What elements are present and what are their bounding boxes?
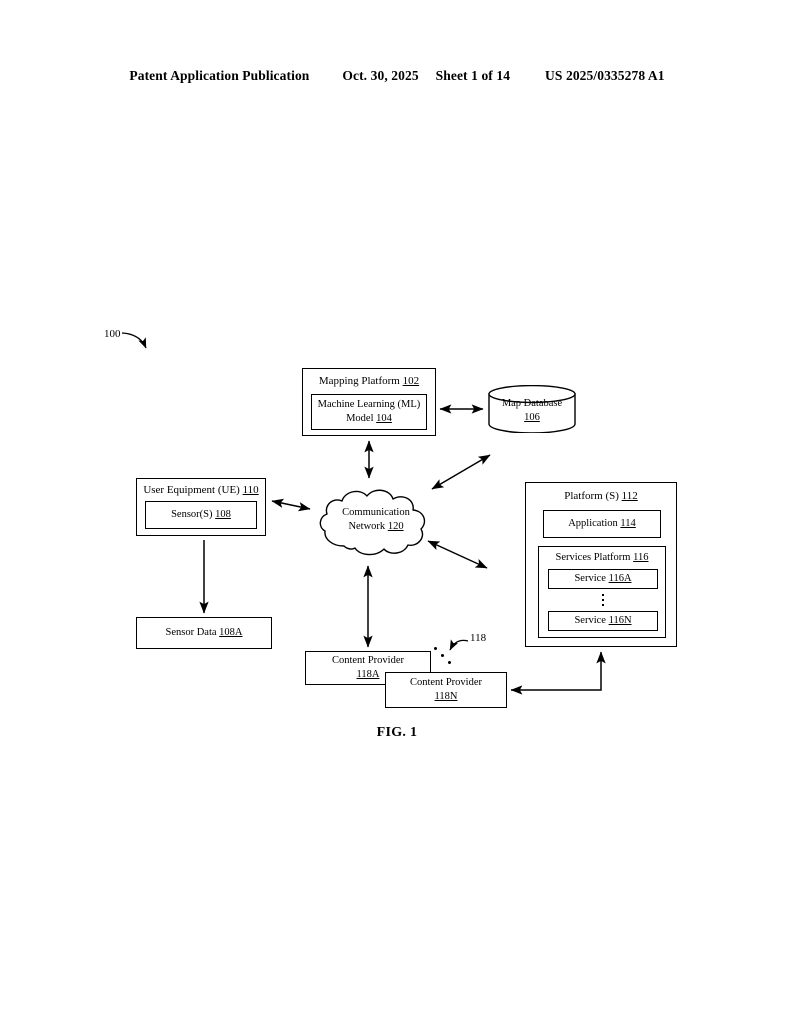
header-date: Oct. 30, 2025 — [342, 68, 419, 83]
figure-caption: FIG. 1 — [376, 725, 418, 740]
service-116a-ref: 116A — [608, 573, 632, 585]
platform-s-label: Platform (S) 112 — [564, 489, 638, 504]
sensors-block: Sensor(S) 108 — [145, 501, 257, 529]
map-database-ref: 106 — [524, 411, 540, 423]
services-platform-label: Services Platform 116 — [539, 551, 665, 565]
map-database-label: Map Database 106 — [487, 397, 577, 424]
sensor-data-block: Sensor Data 108A — [136, 617, 272, 649]
sensor-data-title: Sensor Data — [165, 627, 217, 639]
services-platform-ref: 116 — [633, 552, 649, 563]
sensors-title: Sensor(S) — [171, 509, 213, 521]
service-116n-label: Service 116N — [574, 614, 631, 628]
content-provider-118n-label: Content Provider 118N — [410, 676, 482, 704]
cloud-icon — [319, 489, 426, 556]
application-block: Application 114 — [543, 510, 661, 538]
ml-model-line2: Model — [346, 413, 374, 424]
database-cylinder-icon — [488, 384, 576, 434]
services-platform-block: Services Platform 116 Service 116A Servi… — [538, 546, 666, 638]
sensors-ref: 108 — [215, 509, 231, 521]
content-provider-118n-title: Content Provider — [409, 677, 483, 689]
comm-network-ref: 120 — [387, 521, 404, 533]
mapping-platform-ref: 102 — [402, 375, 420, 387]
application-title: Application — [568, 518, 618, 530]
sensor-data-ref: 108A — [219, 627, 243, 639]
content-provider-118a-block: Content Provider 118A — [305, 651, 431, 685]
leader-line-100 — [121, 332, 147, 349]
service-116a-label: Service 116A — [574, 572, 631, 586]
header-sheet-number: Sheet 1 of 14 — [435, 68, 511, 83]
communication-network-label: Communication Network 120 — [314, 506, 438, 534]
ml-model-label: Machine Learning (ML) Model 104 — [318, 398, 421, 425]
application-ref: 114 — [620, 518, 636, 530]
comm-network-line1: Communication — [342, 507, 410, 518]
wire-network-to-user-equipment — [271, 498, 311, 512]
service-116a-title: Service — [574, 573, 606, 585]
wire-network-to-platform-upper — [431, 454, 491, 490]
content-provider-118a-label: Content Provider 118A — [332, 654, 404, 682]
content-provider-118n-ref: 118N — [434, 691, 458, 702]
mapping-platform-label: Mapping Platform 102 — [319, 374, 419, 389]
content-provider-118a-title: Content Provider — [331, 655, 405, 667]
header-publication-text: Patent Application Publication — [129, 68, 310, 83]
sensors-label: Sensor(S) 108 — [171, 508, 231, 522]
publication-header: Patent Application Publication Oct. 30, … — [0, 68, 794, 84]
platform-s-ref: 112 — [621, 490, 638, 502]
service-116a-block: Service 116A — [548, 569, 658, 589]
service-116n-ref: 116N — [608, 615, 632, 627]
user-equipment-title: User Equipment (UE) — [143, 484, 240, 496]
mapping-platform-block: Mapping Platform 102 Machine Learning (M… — [302, 368, 436, 436]
services-platform-title: Services Platform — [555, 552, 631, 563]
ml-model-line1: Machine Learning (ML) — [317, 399, 421, 411]
user-equipment-block: User Equipment (UE) 110 Sensor(S) 108 — [136, 478, 266, 536]
map-database-block: Map Database 106 — [487, 384, 577, 434]
platform-s-title: Platform (S) — [564, 490, 619, 502]
comm-network-line2: Network — [348, 521, 386, 533]
sensor-data-label: Sensor Data 108A — [166, 626, 243, 640]
user-equipment-ref: 110 — [242, 484, 259, 496]
content-providers-reference-callout: 118 — [470, 632, 487, 644]
communication-network-block: Communication Network 120 — [314, 482, 438, 562]
content-provider-118a-ref: 118A — [356, 669, 380, 680]
wire-content-provider-n-to-platform — [510, 651, 606, 695]
machine-learning-model-block: Machine Learning (ML) Model 104 — [311, 394, 427, 430]
map-database-title: Map Database — [501, 398, 563, 409]
service-list-ellipsis — [539, 591, 667, 606]
user-equipment-label: User Equipment (UE) 110 — [143, 483, 258, 498]
mapping-platform-title: Mapping Platform — [318, 375, 400, 387]
service-116n-title: Service — [574, 615, 606, 627]
application-label: Application 114 — [568, 517, 636, 531]
content-provider-118n-block: Content Provider 118N — [385, 672, 507, 708]
header-document-number: US 2025/0335278 A1 — [545, 68, 665, 83]
content-provider-ellipsis — [434, 647, 460, 673]
service-116n-block: Service 116N — [548, 611, 658, 631]
system-reference-callout: 100 — [104, 328, 121, 340]
platform-s-block: Platform (S) 112 Application 114 Service… — [525, 482, 677, 647]
ml-model-ref: 104 — [376, 413, 392, 424]
